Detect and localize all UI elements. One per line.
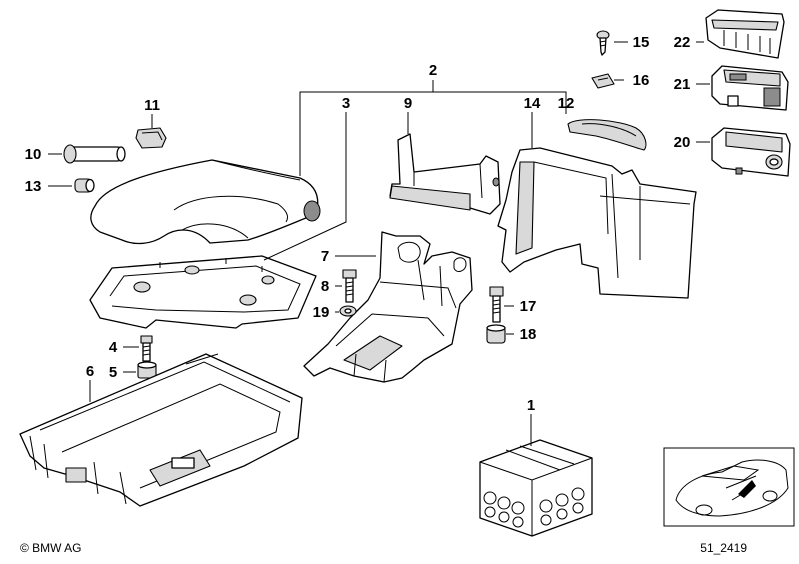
part-18-sleeve[interactable]: [486, 324, 506, 344]
part-6-console-tray[interactable]: [19, 353, 303, 507]
part-16-clip-nut[interactable]: [591, 73, 615, 89]
part-4-screw[interactable]: [140, 335, 153, 362]
part-10-pin[interactable]: [63, 144, 126, 164]
callout-16: 16: [633, 72, 650, 89]
callout-12: 12: [558, 95, 575, 112]
part-22-insert[interactable]: [705, 9, 785, 59]
callout-5: 5: [109, 364, 117, 381]
leader-lines: [48, 41, 710, 446]
callout-10: 10: [25, 146, 42, 163]
callout-11: 11: [144, 97, 160, 114]
part-20-lighter-housing[interactable]: [711, 127, 791, 177]
callout-15: 15: [633, 34, 650, 51]
callout-4: 4: [109, 339, 118, 356]
part-21-ashtray[interactable]: [711, 65, 789, 111]
part-7-bracket[interactable]: [303, 231, 473, 383]
part-2-armrest-lid[interactable]: [90, 159, 321, 245]
part-15-screw[interactable]: [596, 30, 610, 56]
callout-19: 19: [313, 304, 330, 321]
diagram-code: 51_2419: [700, 541, 747, 555]
callout-14: 14: [524, 95, 541, 112]
callout-17: 17: [520, 298, 537, 315]
callout-21: 21: [674, 76, 691, 93]
part-19-washer[interactable]: [339, 305, 357, 317]
part-9-hinge-holder[interactable]: [389, 133, 501, 215]
callout-13: 13: [25, 178, 42, 195]
vehicle-locator-inset: [663, 447, 795, 527]
part-14-side-panel[interactable]: [497, 147, 697, 299]
part-12-cap[interactable]: [567, 119, 647, 151]
part-17-bolt[interactable]: [489, 286, 504, 323]
callout-3: 3: [342, 95, 350, 112]
callout-9: 9: [404, 95, 412, 112]
callout-6: 6: [86, 363, 94, 380]
copyright-notice: © BMW AG: [20, 541, 82, 555]
part-13-bushing[interactable]: [74, 178, 95, 193]
callout-7: 7: [321, 248, 329, 265]
callout-labels: 1 2 3 4 5 6 7 8 9 10 11 12 13 14 15 16 1…: [25, 34, 691, 414]
callout-22: 22: [674, 34, 691, 51]
part-11-clip[interactable]: [135, 127, 167, 149]
callout-18: 18: [520, 326, 537, 343]
part-8-screw[interactable]: [342, 269, 357, 303]
callout-1: 1: [527, 397, 535, 414]
part-3-base-plate[interactable]: [89, 255, 317, 329]
callout-20: 20: [674, 134, 691, 151]
callout-8: 8: [321, 278, 329, 295]
part-5-spacer[interactable]: [137, 361, 157, 379]
callout-2: 2: [429, 62, 437, 79]
part-1-parts-kit[interactable]: [479, 439, 593, 537]
